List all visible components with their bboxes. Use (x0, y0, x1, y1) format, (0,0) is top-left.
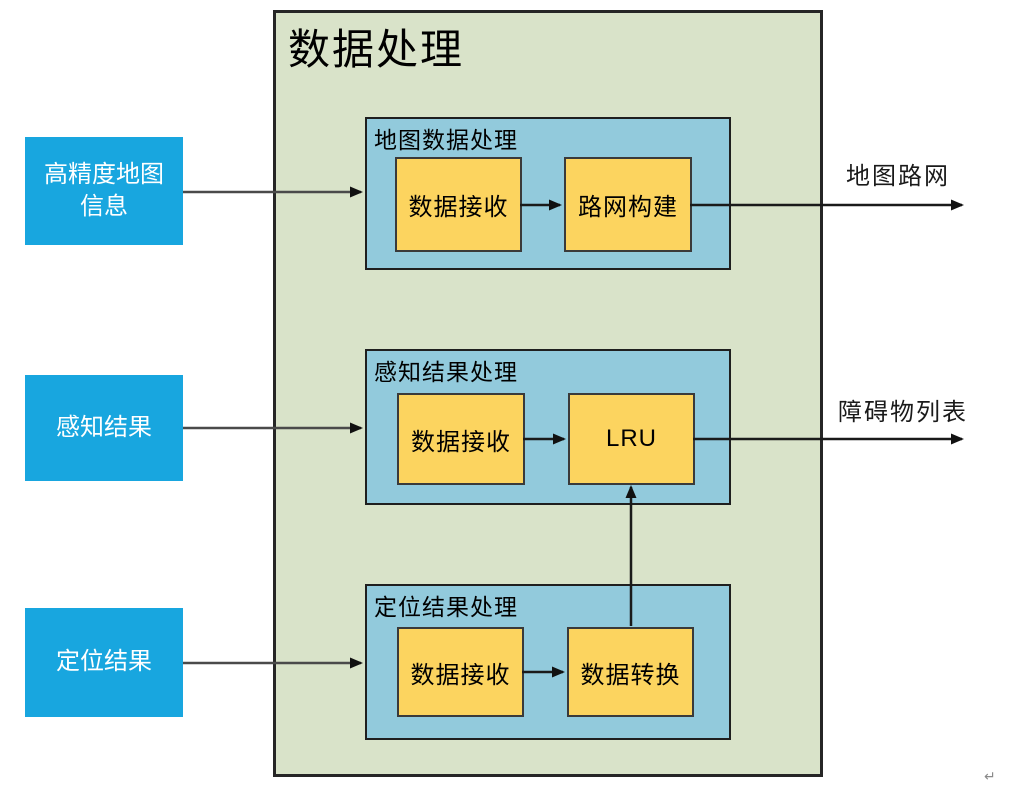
node-localization-data-receive: 数据接收 (397, 627, 524, 717)
group-title: 感知结果处理 (374, 359, 518, 385)
container-title: 数据处理 (288, 26, 465, 73)
node-data-convert: 数据转换 (567, 627, 694, 717)
node-map-data-receive: 数据接收 (395, 157, 522, 252)
output-map-roadnet: 地图路网 (846, 164, 950, 190)
group-title: 地图数据处理 (374, 127, 518, 153)
group-title: 定位结果处理 (374, 594, 518, 620)
output-obstacle-list: 障碍物列表 (838, 400, 968, 426)
node-roadnet-build: 路网构建 (564, 157, 692, 252)
input-hd-map-info: 高精度地图 信息 (25, 137, 183, 245)
node-lru: LRU (568, 393, 695, 485)
node-perception-data-receive: 数据接收 (397, 393, 525, 485)
paragraph-return-mark: ↵ (984, 768, 996, 784)
input-localization-result: 定位结果 (25, 608, 183, 717)
input-perception-result: 感知结果 (25, 375, 183, 481)
